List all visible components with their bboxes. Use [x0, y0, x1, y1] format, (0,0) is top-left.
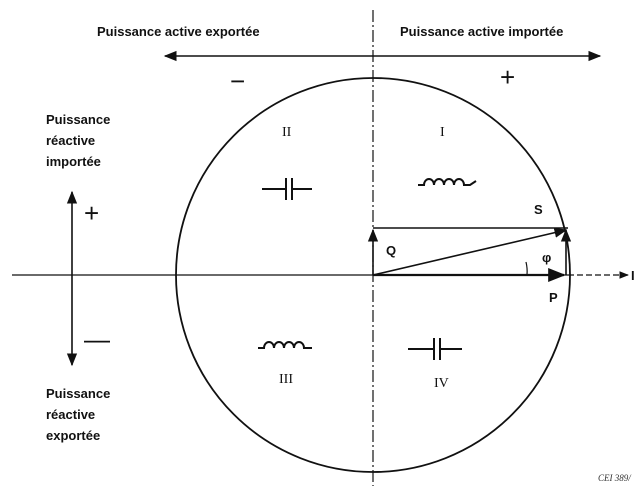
phi-label: φ: [542, 250, 551, 265]
phi-angle-arc: [525, 261, 528, 276]
reactive-plus-sign: +: [84, 198, 99, 228]
axis-end-label: I: [631, 268, 635, 283]
inductor-icon: [258, 341, 312, 349]
quadrant-I-label: I: [440, 125, 445, 140]
exported-active-power-label: Puissance active exportée: [97, 24, 260, 39]
quadrant-IV-label: IV: [434, 376, 449, 391]
reference-code: CEI 389/: [598, 473, 632, 483]
reactive-minus-sign: —: [84, 324, 110, 354]
imported-reactive-line-1: Puissance: [46, 112, 110, 127]
s-label: S: [534, 202, 543, 217]
exported-reactive-line-3: exportée: [46, 428, 100, 443]
s-vector: [372, 227, 568, 276]
exported-reactive-line-2: réactive: [46, 407, 95, 422]
p-label: P: [549, 290, 558, 305]
imported-reactive-line-2: réactive: [46, 133, 95, 148]
exported-reactive-line-1: Puissance: [46, 386, 110, 401]
capacitor-icon: [408, 338, 462, 360]
capacitor-icon: [262, 178, 312, 200]
quadrant-circle: [175, 77, 571, 473]
inductor-icon: [418, 178, 477, 186]
exported-minus-sign: −: [230, 66, 245, 96]
quadrant-III-label: III: [279, 372, 293, 387]
imported-active-power-label: Puissance active importée: [400, 24, 563, 39]
q-label: Q: [386, 243, 396, 258]
imported-reactive-line-3: importée: [46, 154, 101, 169]
quadrant-II-label: II: [282, 125, 292, 140]
imported-plus-sign: +: [500, 62, 515, 92]
